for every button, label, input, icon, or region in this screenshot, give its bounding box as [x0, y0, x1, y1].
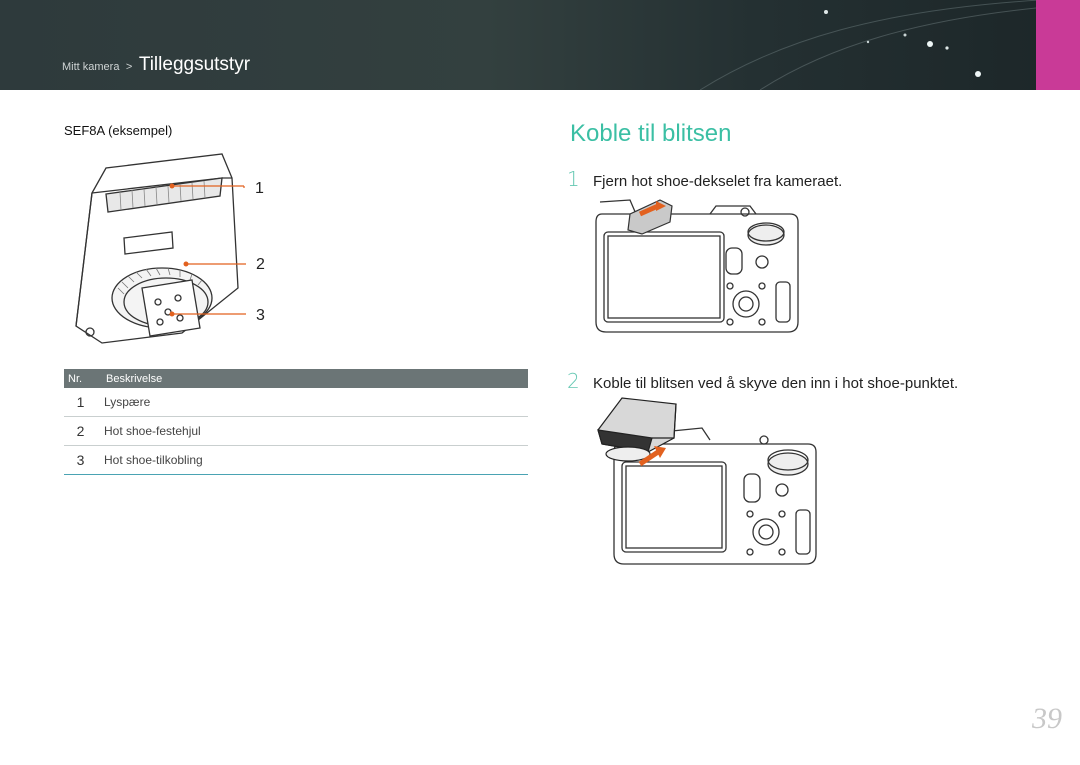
table-row: 1 Lyspære	[64, 388, 528, 417]
table-row: 2 Hot shoe-festehjul	[64, 416, 528, 446]
table-header-row: Nr. Beskrivelse	[64, 369, 528, 388]
section-tab	[1036, 0, 1080, 90]
step-text: Koble til blitsen ved å skyve den inn i …	[593, 375, 959, 392]
step-number: 1	[567, 167, 580, 191]
header-band: Mitt kamera > Tilleggsutstyr	[0, 0, 1080, 90]
breadcrumb-separator: >	[125, 61, 133, 73]
table-cell-description: Hot shoe-tilkobling	[102, 445, 528, 475]
step-text: Fjern hot shoe-dekselet fra kameraet.	[593, 173, 843, 190]
table-cell-nr: 1	[64, 388, 102, 417]
camera-illustration-attach-flash	[597, 397, 817, 565]
table-cell-nr: 2	[64, 416, 102, 446]
breadcrumb: Mitt kamera > Tilleggsutstyr	[62, 54, 250, 76]
page-title: Koble til blitsen	[570, 120, 732, 147]
table-row: 3 Hot shoe-tilkobling	[64, 445, 528, 475]
callout-1: 1	[255, 180, 264, 197]
flash-diagram	[75, 153, 246, 344]
callout-2: 2	[256, 256, 265, 273]
example-label: SEF8A (eksempel)	[64, 123, 173, 138]
breadcrumb-current: Tilleggsutstyr	[138, 54, 251, 75]
step-2: 2 Koble til blitsen ved å skyve den inn i…	[567, 369, 958, 393]
breadcrumb-parent: Mitt kamera	[62, 61, 120, 73]
callout-3: 3	[256, 307, 265, 324]
table-header-description: Beskrivelse	[102, 369, 528, 388]
table-cell-description: Lyspære	[102, 388, 528, 417]
table-cell-nr: 3	[64, 445, 102, 475]
table-cell-description: Hot shoe-festehjul	[102, 416, 528, 446]
page-number: 39	[1032, 702, 1062, 735]
table-header-nr: Nr.	[64, 369, 102, 388]
step-1: 1 Fjern hot shoe-dekselet fra kameraet.	[567, 167, 842, 191]
step-number: 2	[567, 369, 580, 393]
parts-table: Nr. Beskrivelse 1 Lyspære 2 Hot shoe-fes…	[64, 369, 528, 475]
header-decoration	[699, 0, 1041, 90]
camera-illustration-remove-cover	[595, 199, 799, 333]
